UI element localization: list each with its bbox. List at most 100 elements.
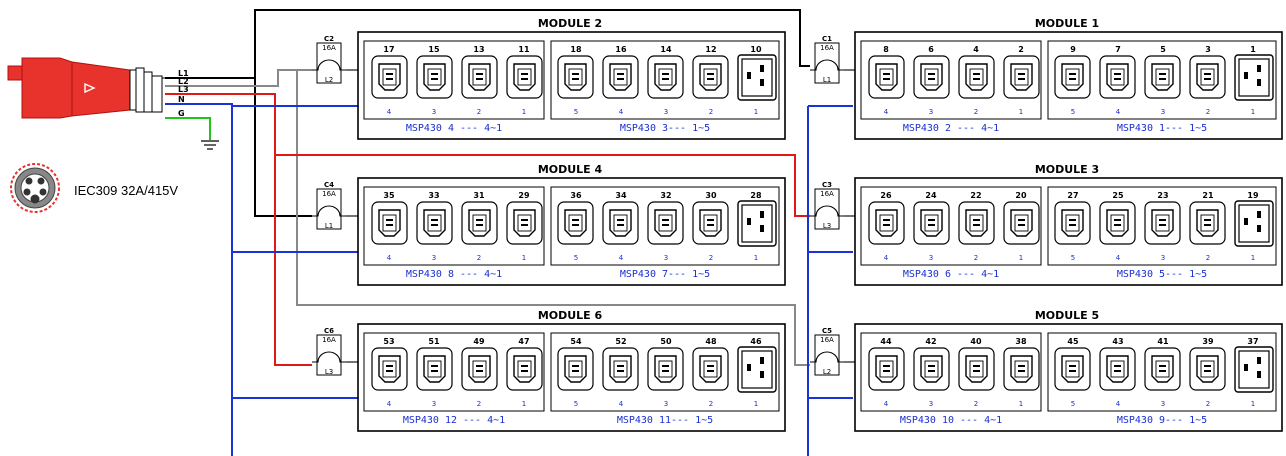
iec309-plug-icon — [7, 57, 166, 119]
gang-number: 2 — [709, 400, 713, 408]
breaker-rating: 16A — [820, 44, 834, 52]
socket-pin — [1159, 78, 1166, 80]
socket-pin — [973, 219, 980, 221]
outlet-number: 38 — [1015, 337, 1027, 346]
neutral-wire — [165, 103, 853, 456]
gang-number: 1 — [522, 400, 526, 408]
breaker-phase: L3 — [325, 368, 333, 376]
socket-pin — [521, 78, 528, 80]
gang-number: 5 — [1071, 108, 1075, 116]
connector-label: IEC309 32A/415V — [74, 183, 178, 198]
socket-inner — [613, 214, 628, 232]
gang-number: 1 — [1019, 254, 1023, 262]
socket-pin — [707, 73, 714, 75]
outlet-number: 35 — [383, 191, 395, 200]
socket-inner — [1065, 360, 1080, 378]
socket-face — [1151, 355, 1174, 383]
socket-pin — [883, 73, 890, 75]
socket-face — [468, 355, 491, 383]
gang-number: 5 — [1071, 254, 1075, 262]
socket-pin — [521, 370, 528, 372]
socket-pin — [1244, 218, 1248, 225]
controller-label-left: MSP430 10 --- 4~1 — [900, 415, 1002, 426]
outlet-number: 22 — [970, 191, 981, 200]
socket-pin — [431, 219, 438, 221]
socket-face — [1061, 209, 1084, 237]
outlet-number: 4 — [973, 45, 979, 54]
socket-pin — [1204, 78, 1211, 80]
socket-inner — [427, 214, 442, 232]
outlet-number: 41 — [1157, 337, 1169, 346]
socket-face — [1238, 58, 1270, 97]
socket-pin — [1069, 370, 1076, 372]
socket-pin — [386, 365, 393, 367]
outlet-number: 9 — [1070, 45, 1076, 54]
gang-number: 2 — [1206, 400, 1210, 408]
socket-pin — [1204, 73, 1211, 75]
socket-pin — [521, 219, 528, 221]
outlet-number: 30 — [705, 191, 717, 200]
socket-pin — [617, 224, 624, 226]
socket-face — [875, 209, 898, 237]
module-title: MODULE 4 — [538, 163, 603, 176]
outlet-number: 15 — [428, 45, 440, 54]
breaker-name: C5 — [822, 327, 832, 335]
socket-inner — [613, 68, 628, 86]
outlet-number: 47 — [518, 337, 529, 346]
controller-label-left: MSP430 2 --- 4~1 — [903, 123, 999, 134]
gang-number: 2 — [477, 254, 481, 262]
gang-number: 3 — [664, 254, 668, 262]
socket-inner — [1200, 360, 1215, 378]
gang-number: 3 — [664, 400, 668, 408]
socket-face — [741, 350, 773, 389]
breaker-phase: L2 — [325, 76, 333, 84]
socket-pin — [760, 211, 764, 218]
socket-pin — [386, 224, 393, 226]
gang-number: 4 — [884, 108, 889, 116]
breaker-name: C2 — [324, 35, 334, 43]
socket-inner — [1014, 360, 1029, 378]
socket-pin — [476, 224, 483, 226]
socket-pin — [617, 73, 624, 75]
socket-pin — [521, 73, 528, 75]
outlet-number: 16 — [615, 45, 627, 54]
socket-pin — [476, 219, 483, 221]
socket-pin — [707, 370, 714, 372]
module-title: MODULE 5 — [1035, 309, 1099, 322]
socket-pin — [572, 224, 579, 226]
socket-face — [378, 355, 401, 383]
socket-face — [1196, 355, 1219, 383]
outlet-number: 36 — [570, 191, 582, 200]
gang-number: 4 — [1116, 254, 1121, 262]
gang-number: 1 — [754, 254, 758, 262]
gang-number: 1 — [1251, 400, 1255, 408]
socket-face — [1061, 63, 1084, 91]
socket-inner — [472, 214, 487, 232]
socket-pin — [572, 370, 579, 372]
gang-number: 1 — [754, 108, 758, 116]
socket-inner — [924, 214, 939, 232]
socket-inner — [658, 68, 673, 86]
socket-pin — [431, 73, 438, 75]
socket-pin — [973, 365, 980, 367]
socket-pin — [1018, 219, 1025, 221]
socket-pin — [476, 365, 483, 367]
socket-pin — [1069, 219, 1076, 221]
socket-pin — [1244, 364, 1248, 371]
gang-number: 4 — [619, 400, 624, 408]
socket-face — [513, 209, 536, 237]
gang-number: 5 — [574, 400, 578, 408]
socket-face — [875, 63, 898, 91]
socket-pin — [973, 224, 980, 226]
outlet-number: 53 — [383, 337, 394, 346]
socket-face — [965, 209, 988, 237]
socket-pin — [760, 357, 764, 364]
socket-inner — [1014, 214, 1029, 232]
socket-pin — [1114, 365, 1121, 367]
outlet-number: 10 — [750, 45, 762, 54]
gang-number: 1 — [522, 254, 526, 262]
socket-pin — [431, 78, 438, 80]
